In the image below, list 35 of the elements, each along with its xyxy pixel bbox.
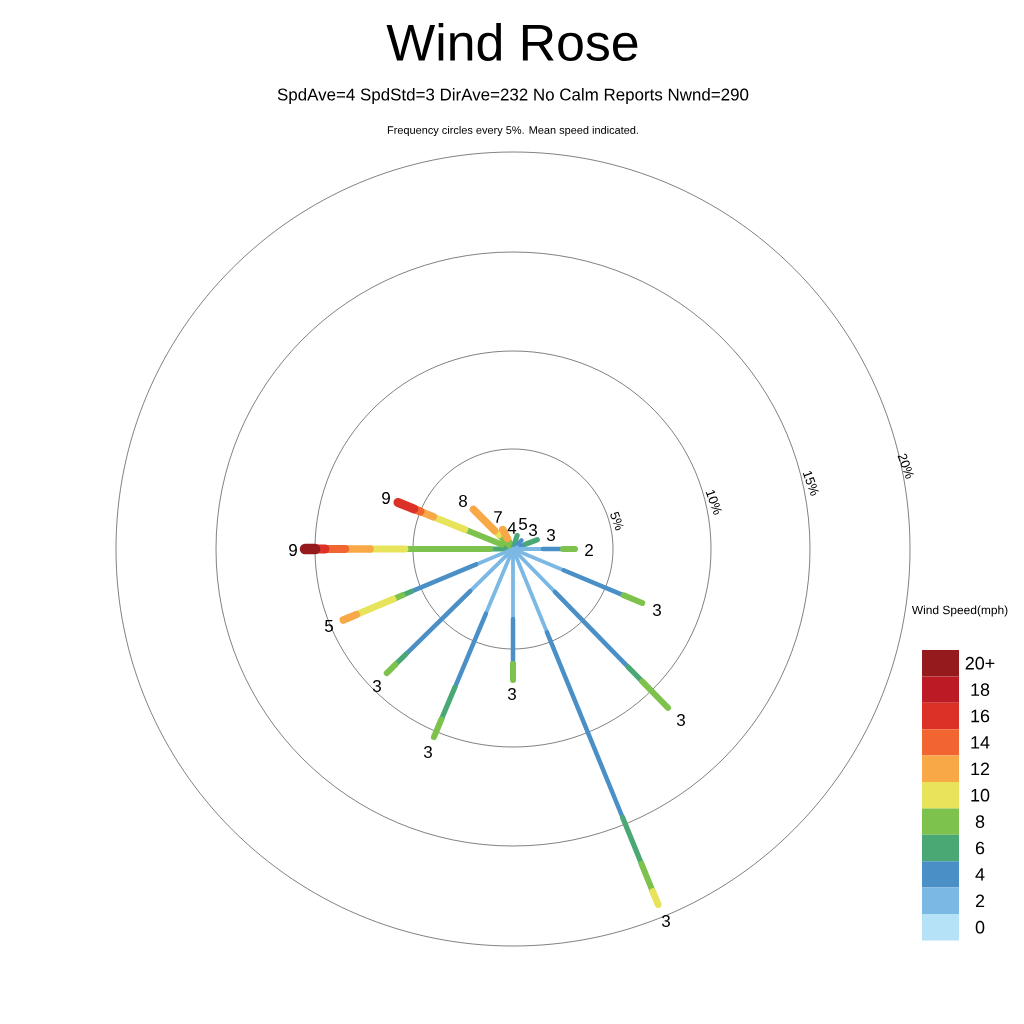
speed-label: 3 xyxy=(528,524,537,536)
speed-label: 3 xyxy=(652,604,661,616)
speed-label: 9 xyxy=(382,492,390,504)
speed-label: 3 xyxy=(676,714,685,726)
speed-label: 3 xyxy=(372,680,381,692)
speed-label: 7 xyxy=(494,511,502,523)
note-text: Frequency circles every 5%. Mean speed indicated. xyxy=(387,125,638,137)
legend-label: 0 xyxy=(975,920,985,934)
ring-label: 15% xyxy=(802,470,819,496)
legend-label: 4 xyxy=(975,868,985,881)
speed-label: 4 xyxy=(507,522,517,534)
speed-label: 5 xyxy=(324,620,333,632)
speed-label: 3 xyxy=(661,915,670,927)
legend-label: 16 xyxy=(971,709,990,723)
legend-label: 2 xyxy=(975,894,985,908)
legend-label: 8 xyxy=(975,815,985,828)
legend-label: 6 xyxy=(975,841,985,855)
speed-label: 8 xyxy=(459,495,467,507)
title: Wind Rose xyxy=(386,22,638,61)
legend-title: Wind Speed(mph) xyxy=(911,605,1008,617)
ring-label: 10% xyxy=(705,490,722,515)
speed-label: 5 xyxy=(518,518,527,530)
speed-label: 3 xyxy=(546,529,555,541)
legend-label: 20+ xyxy=(965,656,995,670)
ring-label: 20% xyxy=(897,453,914,479)
ring-label: 5% xyxy=(610,511,624,531)
subtitle: SpdAve=4 SpdStd=3 DirAve=232 No Calm Reports Nwnd=290 xyxy=(277,88,749,104)
speed-label: 2 xyxy=(585,544,593,556)
legend-label: 10 xyxy=(971,788,990,802)
speed-label: 3 xyxy=(507,688,516,700)
speed-label: 9 xyxy=(289,544,297,556)
legend-label: 18 xyxy=(971,683,990,696)
legend-label: 14 xyxy=(971,736,990,749)
legend-label: 12 xyxy=(971,762,990,776)
speed-label: 3 xyxy=(423,746,432,758)
